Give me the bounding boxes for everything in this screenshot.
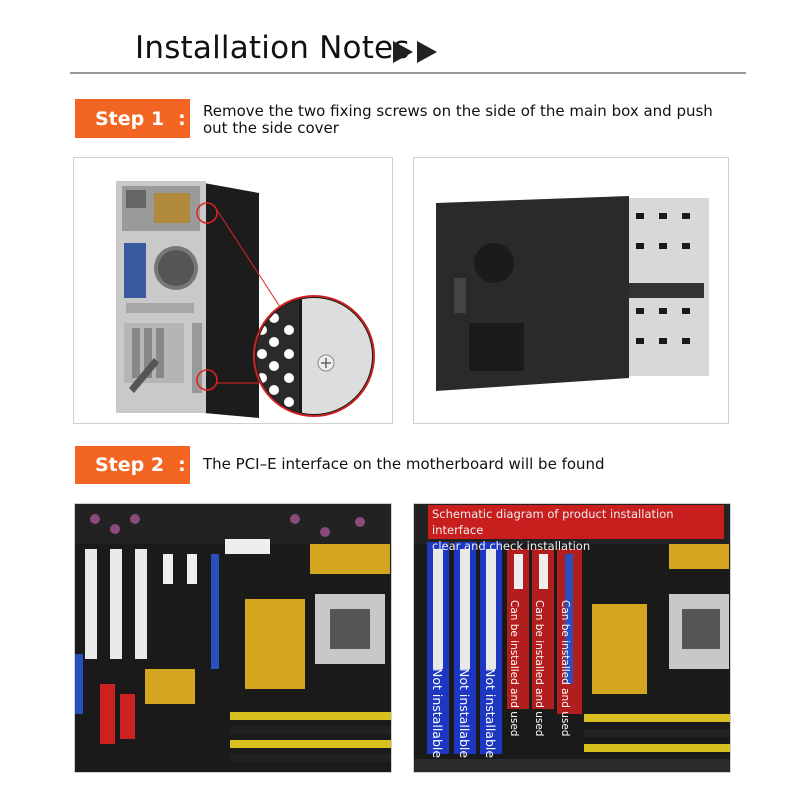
- step1-description: Remove the two fixing screws on the side…: [203, 102, 713, 137]
- case-side-photo: [413, 157, 729, 424]
- not-installable-label-3: Not installable: [483, 668, 498, 759]
- double-arrow-icon: [393, 41, 437, 63]
- can-install-label-1: Can be installed and used: [508, 600, 520, 737]
- step2-label: Step 2: [95, 454, 165, 476]
- schematic-title: Schematic diagram of product installatio…: [428, 505, 724, 553]
- can-install-label-3: Can be installed and used: [559, 600, 571, 737]
- page-title: Installation Notes: [135, 30, 410, 66]
- step2-colon: :: [178, 454, 186, 476]
- not-installable-label-2: Not installable: [457, 668, 472, 759]
- title-divider: [70, 72, 746, 74]
- step1-label: Step 1: [95, 107, 165, 130]
- case-rear-photo: [73, 157, 393, 424]
- motherboard-photo: [74, 503, 392, 773]
- step2-badge: Step 2 :: [75, 446, 190, 484]
- step2-description: The PCI–E interface on the motherboard w…: [203, 455, 605, 473]
- can-install-label-2: Can be installed and used: [533, 600, 545, 737]
- step1-badge: Step 1 :: [75, 99, 190, 138]
- not-installable-label-1: Not installable: [430, 668, 445, 759]
- step1-colon: :: [178, 107, 186, 130]
